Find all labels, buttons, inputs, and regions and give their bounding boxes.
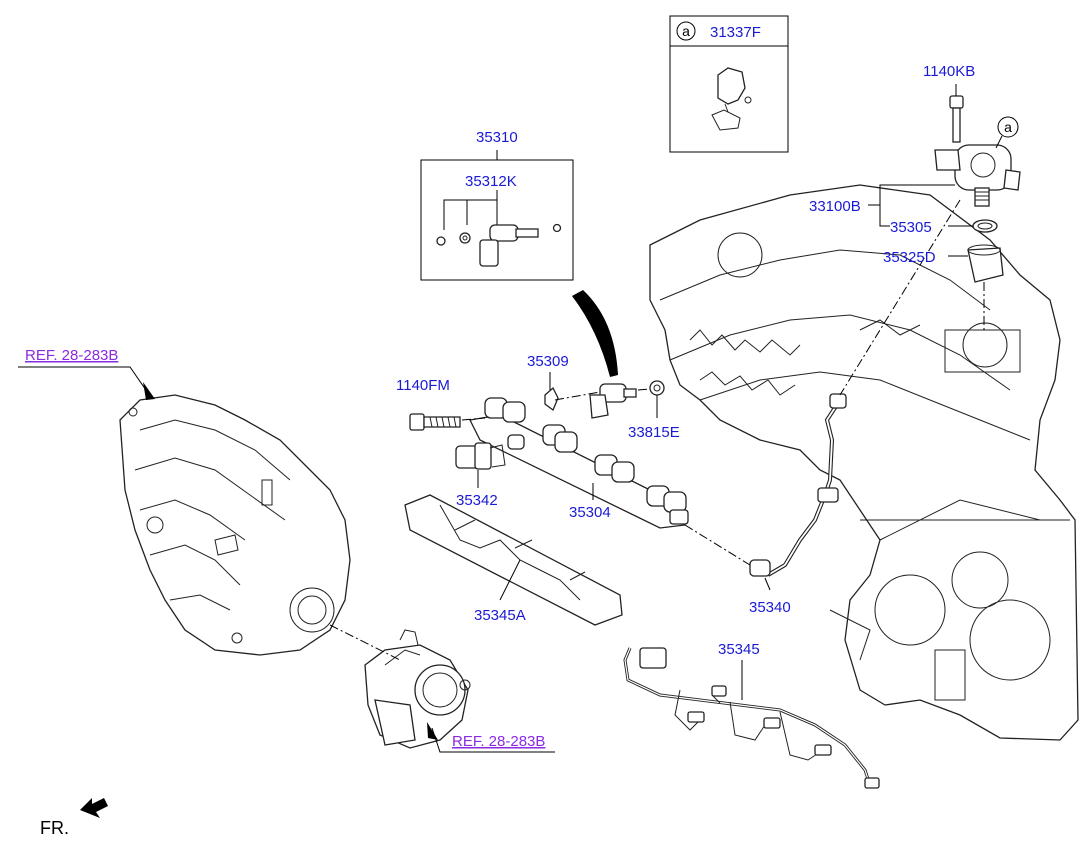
front-label: FR. <box>40 818 69 838</box>
label-35305: 35305 <box>890 219 932 236</box>
label-35345: 35345 <box>718 641 760 658</box>
pointer-wedge <box>572 290 618 377</box>
ref-bottom-arrowhead <box>427 722 438 740</box>
label-35340: 35340 <box>749 599 791 616</box>
label-35325D: 35325D <box>883 249 936 266</box>
callout-letter-box: a <box>682 23 690 39</box>
fuel-pump <box>934 116 1021 207</box>
alignment-lines <box>329 199 985 661</box>
callout-letter-pump: a <box>1004 119 1012 135</box>
label-33815E: 33815E <box>628 424 680 441</box>
label-31337F: 31337F <box>710 24 761 41</box>
label-33100B: 33100B <box>809 198 861 215</box>
ref-label-bottom: REF. 28-283B <box>452 733 545 750</box>
label-35304: 35304 <box>569 504 611 521</box>
heat-shield <box>404 494 623 626</box>
o-ring-35305 <box>972 219 998 233</box>
bolt-1140kb <box>949 84 964 143</box>
bolt-1140fm <box>409 413 461 431</box>
clip-35309 <box>544 386 559 412</box>
arrow-icon <box>80 798 108 818</box>
label-35342: 35342 <box>456 492 498 509</box>
injector-middle <box>589 380 665 419</box>
callout-box-31337f <box>669 15 789 153</box>
label-35310: 35310 <box>476 129 518 146</box>
label-35345A: 35345A <box>474 607 526 624</box>
ref-label-top: REF. 28-283B <box>25 347 118 364</box>
throttle-body <box>364 629 471 749</box>
label-35312K: 35312K <box>465 173 517 190</box>
sleeve-35325d <box>967 244 1004 283</box>
leader-lines <box>18 184 973 753</box>
fuel-pipe <box>749 393 847 577</box>
fuel-rail <box>469 397 689 529</box>
intake-manifold <box>119 394 351 656</box>
label-35309: 35309 <box>527 353 569 370</box>
label-1140FM: 1140FM <box>396 377 450 394</box>
pressure-sensor <box>455 442 506 470</box>
wiring-harness <box>623 647 880 789</box>
ref-top-arrowhead <box>143 382 155 400</box>
engine-block <box>649 184 1079 741</box>
injector-kit-box <box>420 150 574 281</box>
label-1140KB: 1140KB <box>923 63 975 80</box>
